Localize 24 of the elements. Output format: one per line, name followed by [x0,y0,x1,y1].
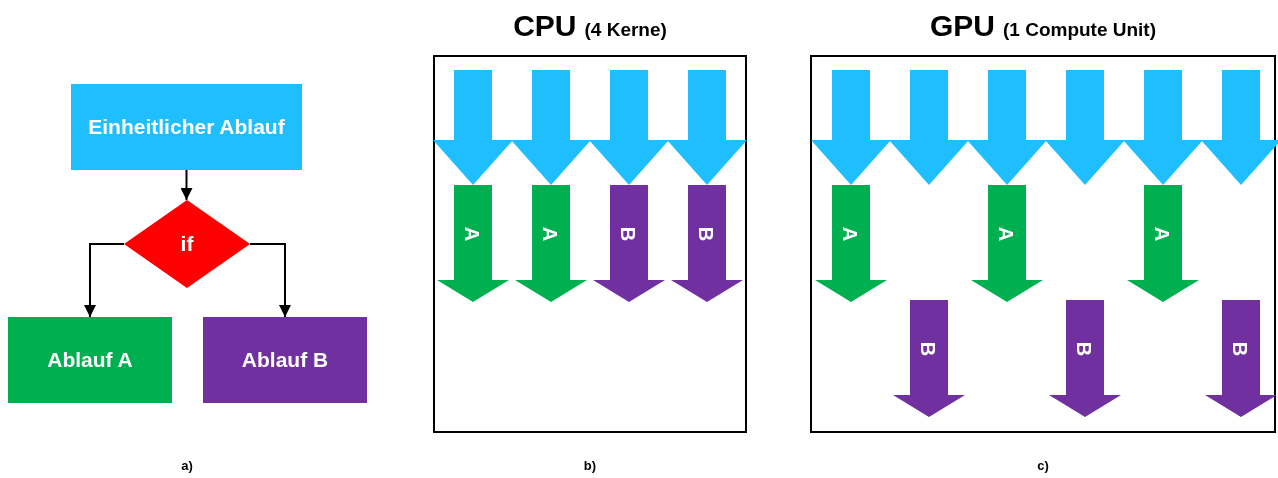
decision-label: if [180,232,194,256]
panel-subtitle: (4 Kerne) [584,19,667,40]
process-box: Ablauf B [203,317,367,403]
arrow-label: A [540,226,561,242]
arrow-label: B [1230,341,1251,357]
arrow-label: B [918,341,939,357]
arrow-label: B [618,226,639,242]
panel-letter: a) [181,457,193,473]
arrow [84,243,125,318]
process-box: Einheitlicher Ablauf [71,84,302,170]
arrow-label: B [1074,341,1095,357]
arrow-label: A [840,226,861,242]
arrow-label: A [996,226,1017,242]
panel-subtitle: (1 Compute Unit) [1003,19,1157,40]
process-box: Ablauf A [8,317,172,403]
arrow [249,243,291,318]
arrow [180,169,193,201]
panel-title: GPU [929,9,995,42]
panel-title: CPU [513,9,577,42]
arrow-label: A [1152,226,1173,242]
panel-letter: b) [583,457,597,473]
arrow-label: A [462,226,483,242]
panel-letter: c) [1037,457,1049,473]
arrow-label: B [696,226,717,242]
